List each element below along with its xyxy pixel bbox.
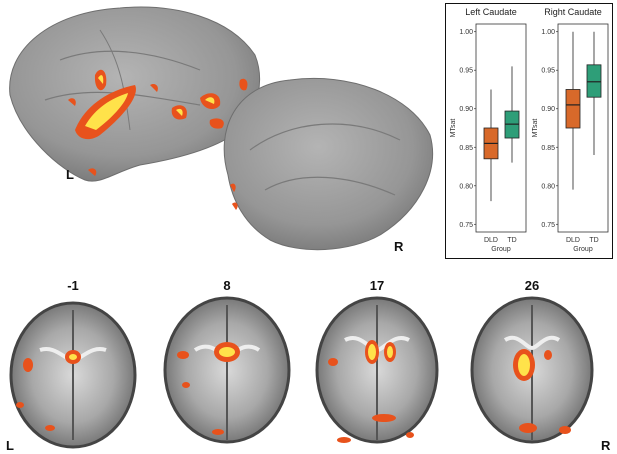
axial-slice-3 [315,296,439,444]
slice-label: 8 [223,278,231,293]
sulcus-line [59,50,201,71]
plot-area [475,23,527,233]
x-tick-label: DLD [484,237,498,244]
axial-slice-4 [470,296,594,444]
caudate-boxplot-chart: Left Caudate 0.75 0.80 0.85 0.90 0.95 1.00MTsa… [450,7,609,253]
y-tick-label: 0.90 [459,106,473,113]
box-dld [565,89,581,129]
y-tick-label: 0.80 [459,183,473,190]
x-tick-label: DLD [566,237,580,244]
left-hemisphere-label: L [66,167,74,182]
plot-area [557,23,609,233]
right-hemisphere-surface [223,77,434,251]
x-axis-label: Group [491,246,511,253]
activation-clusters-left [68,69,248,176]
y-tick-label: 0.95 [459,68,473,75]
y-axis-label: MTsat [450,119,457,138]
x-axis-label: Group [573,246,593,253]
slice-label: 26 [524,278,540,293]
chart-title: Left Caudate [465,7,517,17]
slices-right-label: R [601,438,611,453]
slice-label: -1 [67,278,79,293]
sulcus-line [249,123,401,151]
box-td [586,64,602,98]
y-tick-label: 1.00 [459,29,473,36]
y-axis-label: MTsat [532,119,539,138]
y-tick-label: 0.85 [459,145,473,152]
y-tick-label: 0.80 [541,183,555,190]
sulcus-line [99,29,131,131]
y-tick-label: 0.90 [541,106,555,113]
sulcus-line [264,176,396,196]
y-tick-label: 0.75 [459,222,473,229]
x-tick-label: TD [507,237,516,244]
axial-slice-1 [9,301,137,449]
right-hemisphere-label: R [394,239,404,254]
y-tick-label: 0.75 [541,222,555,229]
axial-slice-2 [163,296,291,444]
chart-title: Right Caudate [544,7,602,17]
y-tick-label: 0.95 [541,68,555,75]
slices-left-label: L [6,438,14,453]
brain-surface-figure [9,6,434,251]
slice-label: 17 [369,278,385,293]
y-tick-label: 1.00 [541,29,555,36]
y-tick-label: 0.85 [541,145,555,152]
activation-clusters-right [230,183,238,210]
x-tick-label: TD [589,237,598,244]
